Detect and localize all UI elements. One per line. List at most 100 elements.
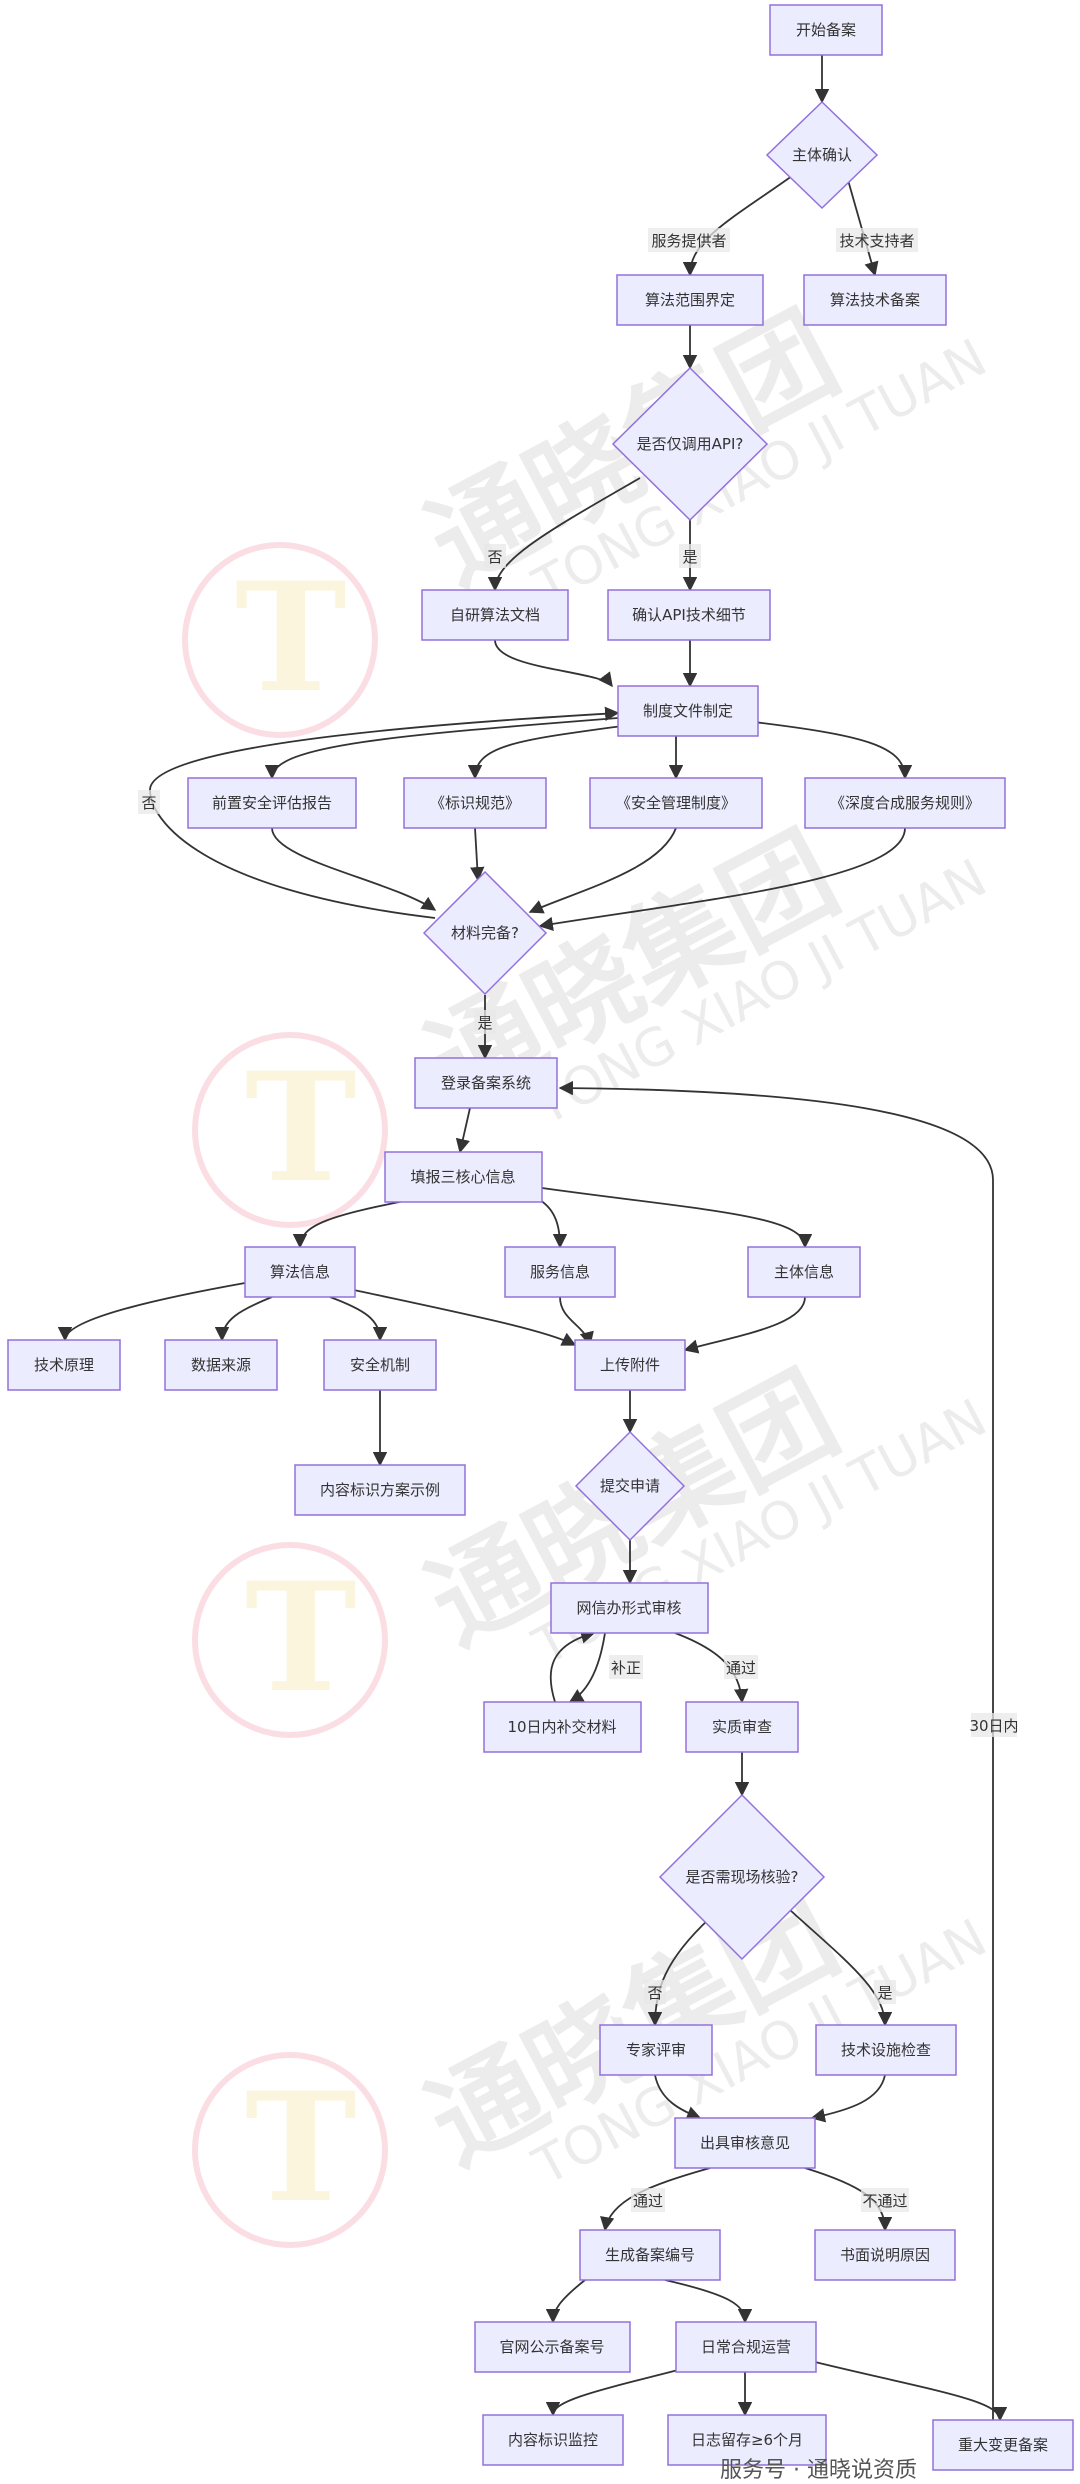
node-expert-review[interactable] xyxy=(599,2024,713,2076)
watermark-logo: T xyxy=(245,1040,357,1216)
node-policy-docs-label: 制度文件制定 xyxy=(643,702,733,720)
watermark-group-3: T 通晓集团 TONG XIAO JI TUAN xyxy=(192,1349,996,1738)
node-written-reason[interactable] xyxy=(814,2229,956,2281)
edge-dailyops-monitor xyxy=(545,2366,691,2417)
label-correct: 补正 xyxy=(611,1659,641,1677)
watermark-logo: T xyxy=(235,550,347,726)
node-entity-info[interactable] xyxy=(747,1246,861,1298)
node-submit[interactable] xyxy=(574,1430,686,1542)
node-start-label: 开始备案 xyxy=(796,21,856,39)
edge-label-ready xyxy=(470,827,485,882)
node-algo-scope[interactable] xyxy=(616,274,764,326)
node-upload-attach[interactable] xyxy=(574,1339,686,1391)
node-tech-principle[interactable] xyxy=(7,1339,121,1391)
node-tech-principle-label: 技术原理 xyxy=(34,1356,94,1374)
node-publish-no[interactable] xyxy=(474,2321,631,2373)
node-algo-tech-filing[interactable] xyxy=(803,274,947,326)
label-ready-yes: 是 xyxy=(477,1014,492,1032)
edge-confirm-techfiling xyxy=(847,179,879,277)
node-confirm-api[interactable] xyxy=(607,589,771,641)
node-security-mgmt[interactable] xyxy=(589,777,763,829)
node-site-inspection[interactable] xyxy=(658,1793,826,1961)
edge-confirm-scope xyxy=(682,175,793,277)
node-api-only[interactable] xyxy=(611,366,769,522)
edge-selfdev-policy xyxy=(494,639,613,688)
edge-ready-no-policy xyxy=(149,706,620,919)
node-fill-core-info[interactable] xyxy=(384,1151,543,1203)
node-algo-scope-label: 算法范围界定 xyxy=(645,291,735,309)
label-pass-formal: 通过 xyxy=(726,1659,756,1677)
label-pass-opinion: 通过 xyxy=(633,2192,663,2210)
node-security-mech[interactable] xyxy=(323,1339,437,1391)
watermark-logo-ring xyxy=(192,1542,388,1738)
node-login-system-label: 登录备案系统 xyxy=(441,1074,531,1092)
node-major-change-label: 重大变更备案 xyxy=(958,2436,1048,2454)
node-data-source[interactable] xyxy=(164,1339,278,1391)
edge-fill-algo xyxy=(292,1197,421,1249)
node-label-spec[interactable] xyxy=(403,777,547,829)
watermark-logo-ring xyxy=(192,1032,388,1228)
node-confirm-api-label: 确认API技术细节 xyxy=(632,606,746,624)
node-policy-docs[interactable] xyxy=(617,685,759,737)
node-major-change[interactable] xyxy=(932,2419,1074,2471)
node-daily-ops-label: 日常合规运营 xyxy=(701,2338,791,2356)
node-deep-synth-rules-label: 《深度合成服务规则》 xyxy=(830,794,980,812)
node-log-retention[interactable] xyxy=(667,2414,827,2466)
label-ready-no: 否 xyxy=(141,794,156,812)
label-within-30d: 30日内 xyxy=(969,1717,1018,1735)
node-security-mgmt-label: 《安全管理制度》 xyxy=(616,794,736,812)
edge-rules-ready xyxy=(538,827,906,932)
node-supplement-10d[interactable] xyxy=(483,1701,642,1753)
node-substantive-review-label: 实质审查 xyxy=(712,1718,772,1736)
node-facility-check[interactable] xyxy=(815,2024,957,2076)
node-algo-tech-filing-label: 算法技术备案 xyxy=(830,291,920,309)
node-upload-attach-label: 上传附件 xyxy=(600,1356,660,1374)
node-label-monitor[interactable] xyxy=(482,2414,624,2466)
node-daily-ops[interactable] xyxy=(675,2321,817,2373)
edge-facility-opinion xyxy=(810,2074,886,2123)
edge-login-fill xyxy=(455,1107,471,1154)
node-issue-opinion-label: 出具审核意见 xyxy=(700,2134,790,2152)
edge-site-expert xyxy=(647,1917,711,2027)
edge-expert-opinion xyxy=(654,2074,702,2120)
node-subject-confirm[interactable] xyxy=(765,100,879,210)
edge-policy-rules xyxy=(753,721,913,780)
edge-entity-upload xyxy=(683,1296,806,1354)
edge-algo-datasource xyxy=(214,1296,273,1342)
node-gen-filing-no[interactable] xyxy=(579,2229,721,2281)
node-formal-review[interactable] xyxy=(550,1582,709,1634)
node-service-info-label: 服务信息 xyxy=(530,1263,590,1281)
edge-genno-publish xyxy=(545,2279,586,2324)
node-materials-ready-label: 材料完备? xyxy=(451,924,519,942)
node-site-inspection-label: 是否需现场核验? xyxy=(686,1868,799,1886)
node-issue-opinion[interactable] xyxy=(674,2117,816,2169)
edge-supplement-formal xyxy=(549,1629,596,1703)
edge-fill-entity xyxy=(541,1187,813,1249)
edge-dailyops-change xyxy=(814,2361,1008,2422)
node-deep-synth-rules[interactable] xyxy=(804,777,1006,829)
edge-api-selfdev xyxy=(487,477,641,592)
node-algo-info[interactable] xyxy=(244,1246,356,1298)
node-formal-review-label: 网信办形式审核 xyxy=(576,1599,681,1617)
watermark-group-2: T 通晓集团 TONG XIAO JI TUAN xyxy=(192,809,996,1228)
label-api-yes: 是 xyxy=(682,548,697,566)
node-start[interactable] xyxy=(769,4,883,56)
node-substantive-review[interactable] xyxy=(685,1701,799,1753)
edge-algo-principle xyxy=(57,1282,246,1342)
node-login-system[interactable] xyxy=(414,1057,558,1109)
node-publish-no-label: 官网公示备案号 xyxy=(499,2338,604,2356)
edge-service-upload xyxy=(559,1296,594,1347)
node-label-example-label: 内容标识方案示例 xyxy=(320,1481,440,1499)
node-self-dev-doc-label: 自研算法文档 xyxy=(450,606,540,624)
node-label-example[interactable] xyxy=(294,1464,466,1516)
node-service-info[interactable] xyxy=(504,1246,616,1298)
node-pre-assessment[interactable] xyxy=(187,777,357,829)
node-self-dev-doc[interactable] xyxy=(421,589,569,641)
node-materials-ready[interactable] xyxy=(422,870,548,996)
node-supplement-10d-label: 10日内补交材料 xyxy=(507,1718,616,1736)
edge-labels: 服务提供者 技术支持者 否 是 否 是 补正 通过 否 是 通过 不通过 30日… xyxy=(138,228,1019,2212)
label-service-provider: 服务提供者 xyxy=(651,232,726,250)
label-api-no: 否 xyxy=(487,548,502,566)
footer-watermark: 服务号 · 通晓说资质 xyxy=(720,2458,917,2483)
label-site-no: 否 xyxy=(647,1984,662,2002)
